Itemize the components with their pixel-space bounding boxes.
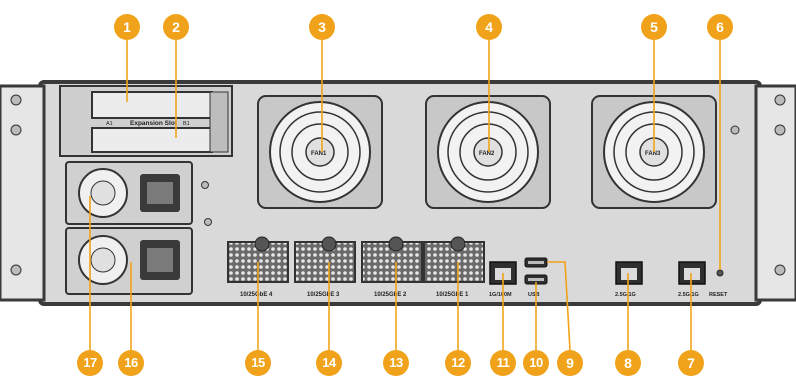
power-supply-2 xyxy=(65,227,193,295)
lan-port-2-5g-2: 2.5G/1G xyxy=(678,261,706,298)
callout-17: 17 xyxy=(77,350,103,376)
callout-5: 5 xyxy=(641,14,667,40)
callout-11: 11 xyxy=(490,350,516,376)
fan-1-label: FAN1 xyxy=(311,151,327,157)
callout-9: 9 xyxy=(557,350,583,376)
sfp-1-label: 10/25GbE 1 xyxy=(436,292,469,298)
callout-4: 4 xyxy=(476,14,502,40)
sfp-2-label: 10/25GbE 2 xyxy=(374,292,407,298)
reset-label: RESET xyxy=(709,292,728,298)
callout-2: 2 xyxy=(163,14,189,40)
callout-13: 13 xyxy=(383,350,409,376)
callout-6: 6 xyxy=(707,14,733,40)
callout-16: 16 xyxy=(118,350,144,376)
leader-lines xyxy=(89,40,721,351)
expansion-slot-bay: Expansion Slot A1 B1 xyxy=(59,85,233,157)
fan-1: FAN1 xyxy=(257,95,383,209)
lan-port-2-5g-1: 2.5G/1G xyxy=(615,261,643,298)
lan-2-5g-1-label: 2.5G/1G xyxy=(615,292,636,298)
sfp-port-2: 10/25GbE 2 xyxy=(361,236,423,298)
expansion-slot-label: Expansion Slot xyxy=(130,120,178,127)
usb-label: USB xyxy=(528,292,540,298)
callout-8: 8 xyxy=(615,350,641,376)
slot-b-label: B1 xyxy=(183,121,190,127)
slot-a-label: A1 xyxy=(106,121,113,127)
power-supply-1 xyxy=(65,161,193,225)
lan-1g-label: 1G/100M xyxy=(489,292,512,298)
lan-2-5g-2-label: 2.5G/1G xyxy=(678,292,699,298)
sfp-4-label: 10/25GbE 4 xyxy=(240,292,273,298)
callout-3: 3 xyxy=(309,14,335,40)
sfp-port-3: 10/25GbE 3 xyxy=(294,236,356,298)
fan-2: FAN2 xyxy=(425,95,551,209)
fan-3-label: FAN3 xyxy=(645,151,661,157)
fan-2-label: FAN2 xyxy=(479,151,495,157)
callout-15: 15 xyxy=(245,350,271,376)
callout-1: 1 xyxy=(114,14,140,40)
sfp-port-1: 10/25GbE 1 xyxy=(423,236,485,298)
sfp-3-label: 10/25GbE 3 xyxy=(307,292,340,298)
callout-14: 14 xyxy=(316,350,342,376)
callout-10: 10 xyxy=(523,350,549,376)
callout-12: 12 xyxy=(445,350,471,376)
callout-7: 7 xyxy=(678,350,704,376)
